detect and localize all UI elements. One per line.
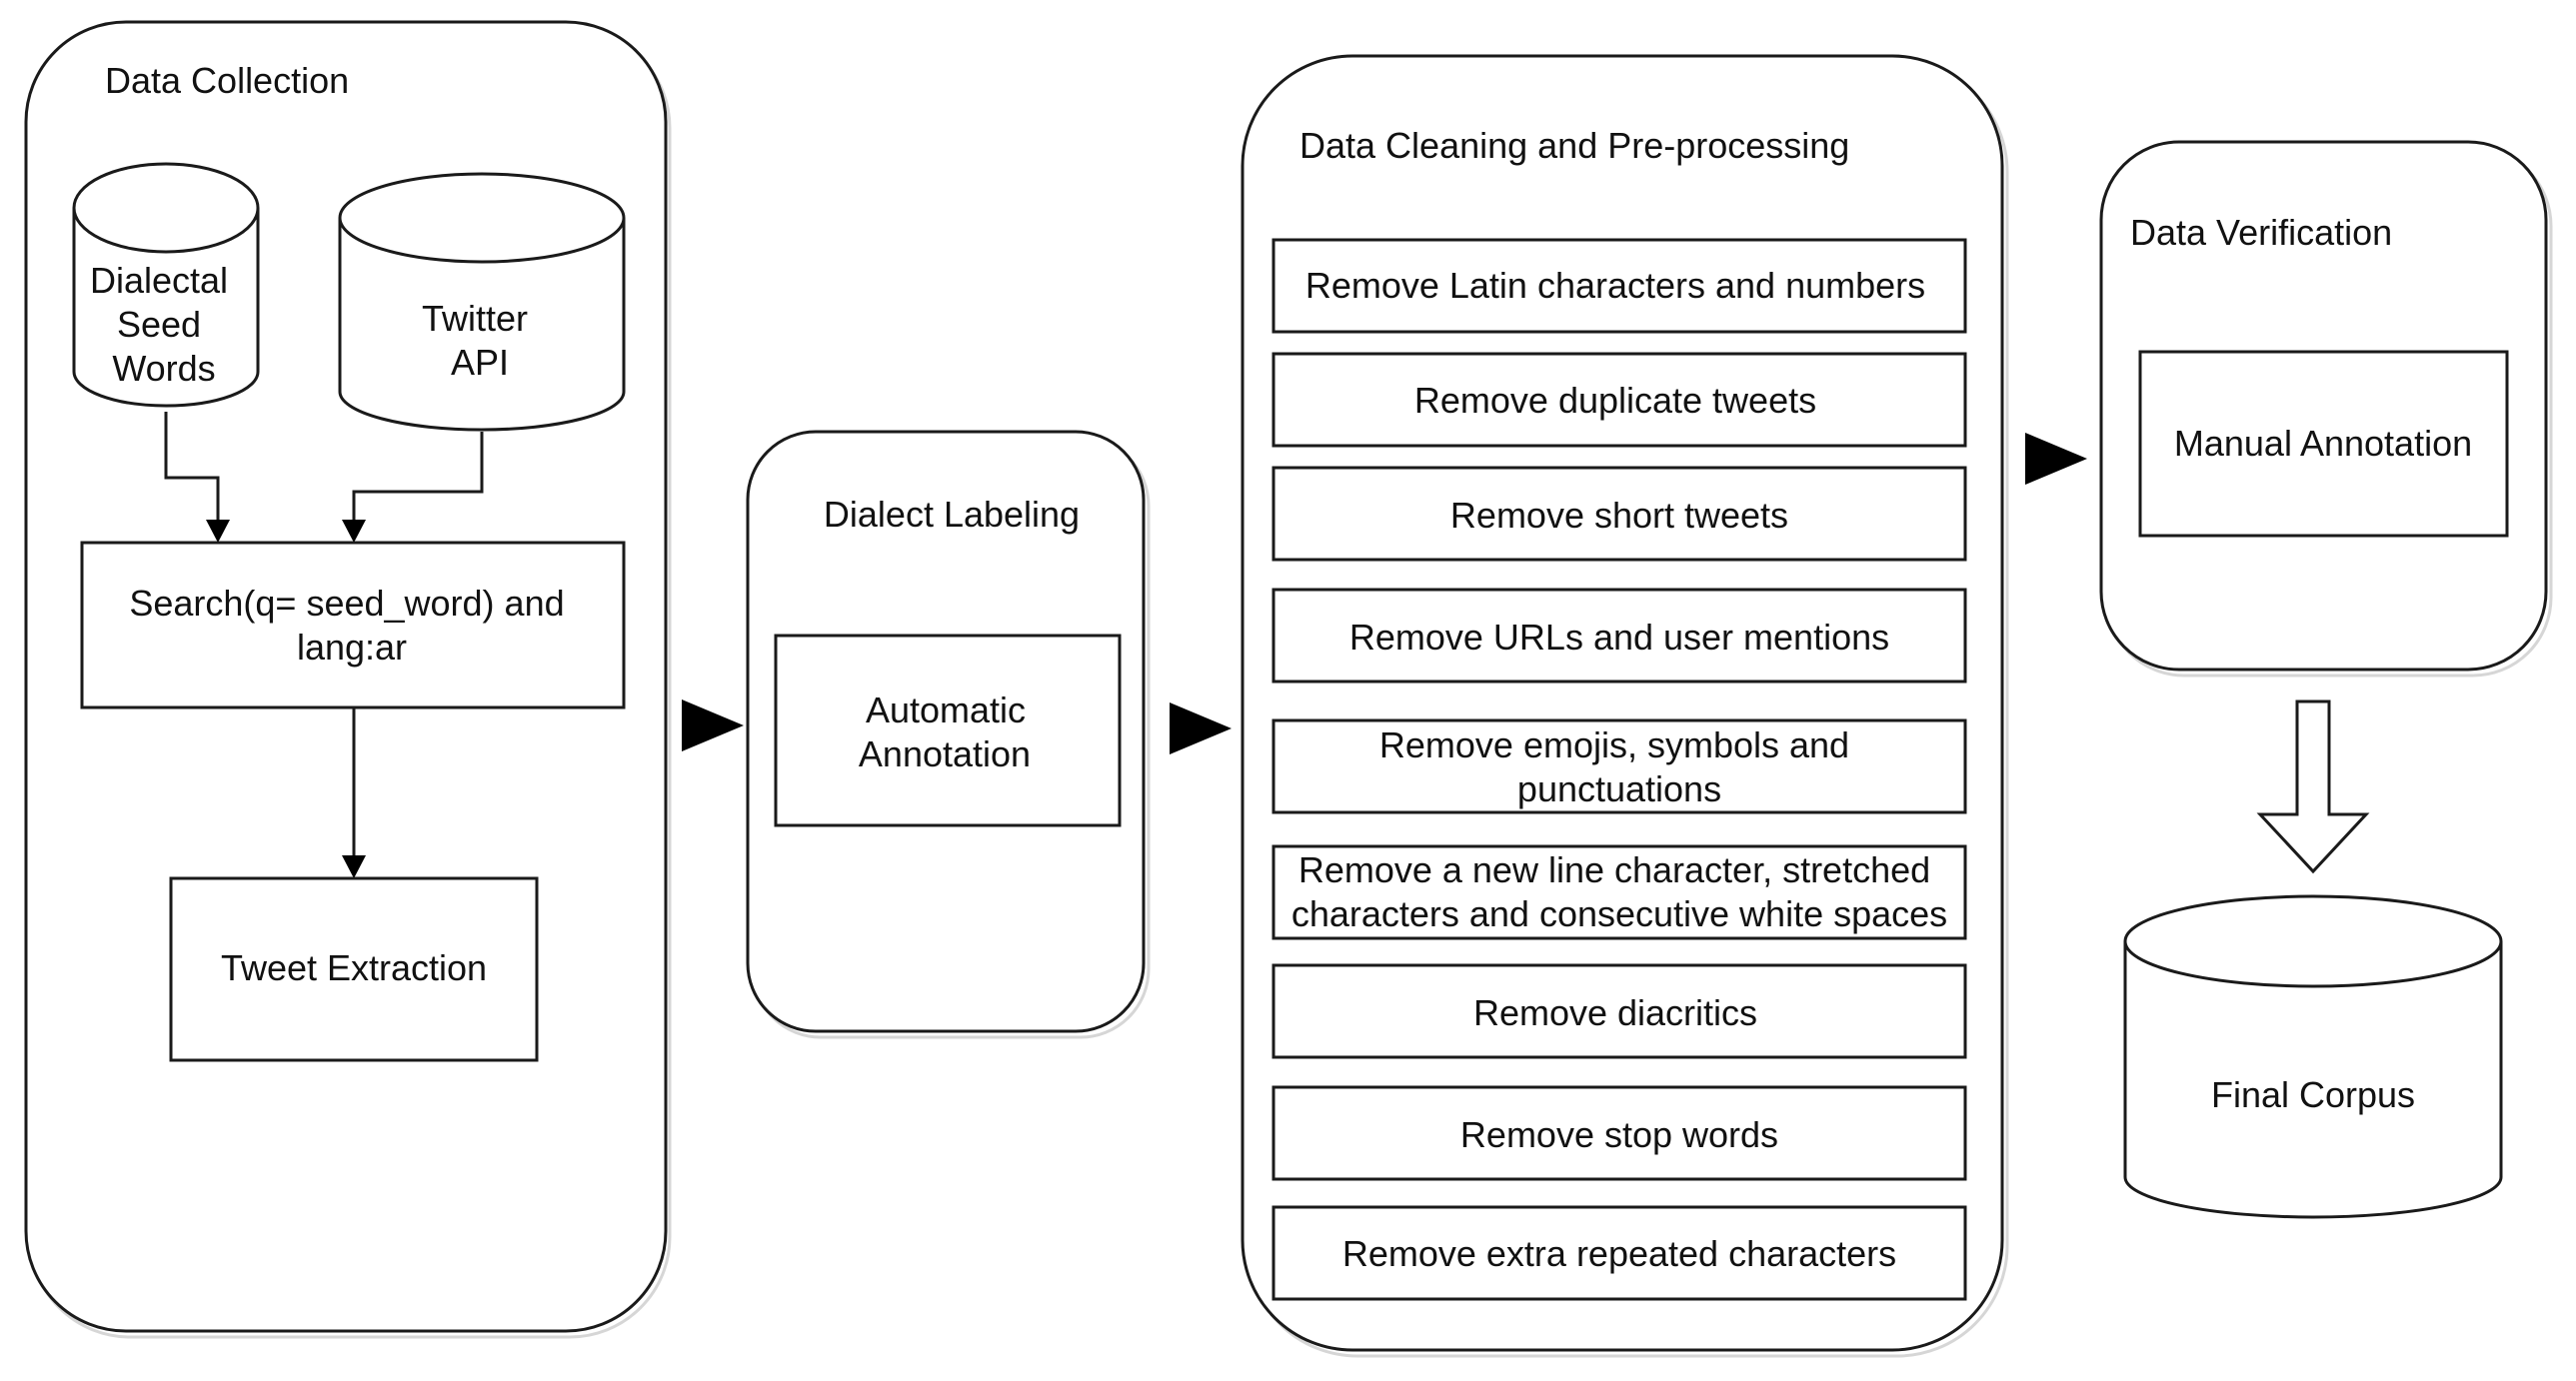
cleaning-step-3: Remove short tweets <box>1272 466 1967 562</box>
data-cleaning-title: Data Cleaning and Pre-processing <box>1299 125 1849 166</box>
final-corpus-label: Final Corpus <box>2211 1074 2415 1115</box>
flow-arrow-collection-to-labeling <box>682 699 744 751</box>
seed-words-line-2: Seed <box>117 304 201 345</box>
svg-text:Twitter API: Twitter API <box>422 298 538 383</box>
cleaning-step-7: Remove diacritics <box>1272 963 1967 1059</box>
cleaning-step-1: Remove Latin characters and numbers <box>1272 238 1967 334</box>
cleaning-step-6: Remove a new line character, stretched c… <box>1272 844 1967 940</box>
twitter-api-line-1: Twitter <box>422 298 528 339</box>
manual-annotation-box: Manual Annotation <box>2138 350 2509 538</box>
svg-text:Remove emojis, symbols and: Remove emojis, symbols and punctuations <box>1379 724 1859 809</box>
twitter-to-search-connector <box>352 432 484 522</box>
cleaning-step-4-label: Remove URLs and user mentions <box>1349 617 1889 658</box>
svg-text:Automatic Annotation: Automatic Annotation <box>859 690 1036 774</box>
flow-arrow-cleaning-to-verification <box>2025 433 2087 485</box>
data-verification-title: Data Verification <box>2130 212 2392 253</box>
twitter-api-line-2: API <box>451 342 509 383</box>
cleaning-step-5: Remove emojis, symbols and punctuations <box>1272 718 1967 814</box>
automatic-annotation-box: Automatic Annotation <box>774 634 1122 827</box>
search-line-2: lang:ar <box>297 627 407 668</box>
cleaning-step-2-label: Remove duplicate tweets <box>1414 380 1816 421</box>
data-collection-title: Data Collection <box>105 60 349 101</box>
dialect-labeling-title: Dialect Labeling <box>824 494 1080 535</box>
cleaning-step-5-line-2: punctuations <box>1517 768 1721 809</box>
cleaning-step-6-line-1: Remove a new line character, stretched <box>1298 849 1930 890</box>
cleaning-step-9-label: Remove extra repeated characters <box>1342 1233 1896 1274</box>
flow-arrow-labeling-to-cleaning <box>1170 702 1232 754</box>
cleaning-step-5-line-1: Remove emojis, symbols and <box>1379 724 1849 765</box>
svg-text:Search(q= seed_word) and: Search(q= seed_word) and lang:ar <box>129 583 574 668</box>
automatic-annotation-line-2: Annotation <box>859 733 1031 774</box>
cleaning-step-4: Remove URLs and user mentions <box>1272 588 1967 684</box>
tweet-extraction-box: Tweet Extraction <box>169 876 539 1062</box>
seed-to-search-connector <box>164 412 220 522</box>
search-box: Search(q= seed_word) and lang:ar <box>80 541 626 709</box>
svg-text:Remove a new line character, s: Remove a new line character, stretched c… <box>1291 849 1947 934</box>
seed-words-line-3: Words <box>112 348 215 389</box>
flow-arrow-verification-to-corpus <box>2256 699 2370 874</box>
cleaning-step-7-label: Remove diacritics <box>1473 992 1757 1033</box>
cleaning-step-2: Remove duplicate tweets <box>1272 352 1967 448</box>
cleaning-step-3-label: Remove short tweets <box>1450 495 1788 536</box>
cleaning-step-8: Remove stop words <box>1272 1085 1967 1181</box>
automatic-annotation-line-1: Automatic <box>866 690 1026 730</box>
twitter-to-search-arrowhead <box>342 520 366 543</box>
final-corpus-database: Final Corpus <box>2123 894 2503 1219</box>
cleaning-step-8-label: Remove stop words <box>1460 1114 1778 1155</box>
cleaning-step-9: Remove extra repeated characters <box>1272 1205 1967 1301</box>
cleaning-step-6-line-2: characters and consecutive white spaces <box>1291 893 1947 934</box>
search-to-extraction-arrowhead <box>342 855 366 878</box>
svg-text:Dialectal Seed Wor: Dialectal Seed Words <box>90 260 238 389</box>
manual-annotation-label: Manual Annotation <box>2174 423 2472 464</box>
seed-to-search-arrowhead <box>206 520 230 543</box>
tweet-extraction-label: Tweet Extraction <box>221 947 487 988</box>
cleaning-step-1-label: Remove Latin characters and numbers <box>1305 265 1925 306</box>
seed-words-database: Dialectal Seed Words <box>72 162 260 408</box>
seed-words-line-1: Dialectal <box>90 260 228 301</box>
twitter-api-database: Twitter API <box>338 172 626 432</box>
search-line-1: Search(q= seed_word) and <box>129 583 564 624</box>
